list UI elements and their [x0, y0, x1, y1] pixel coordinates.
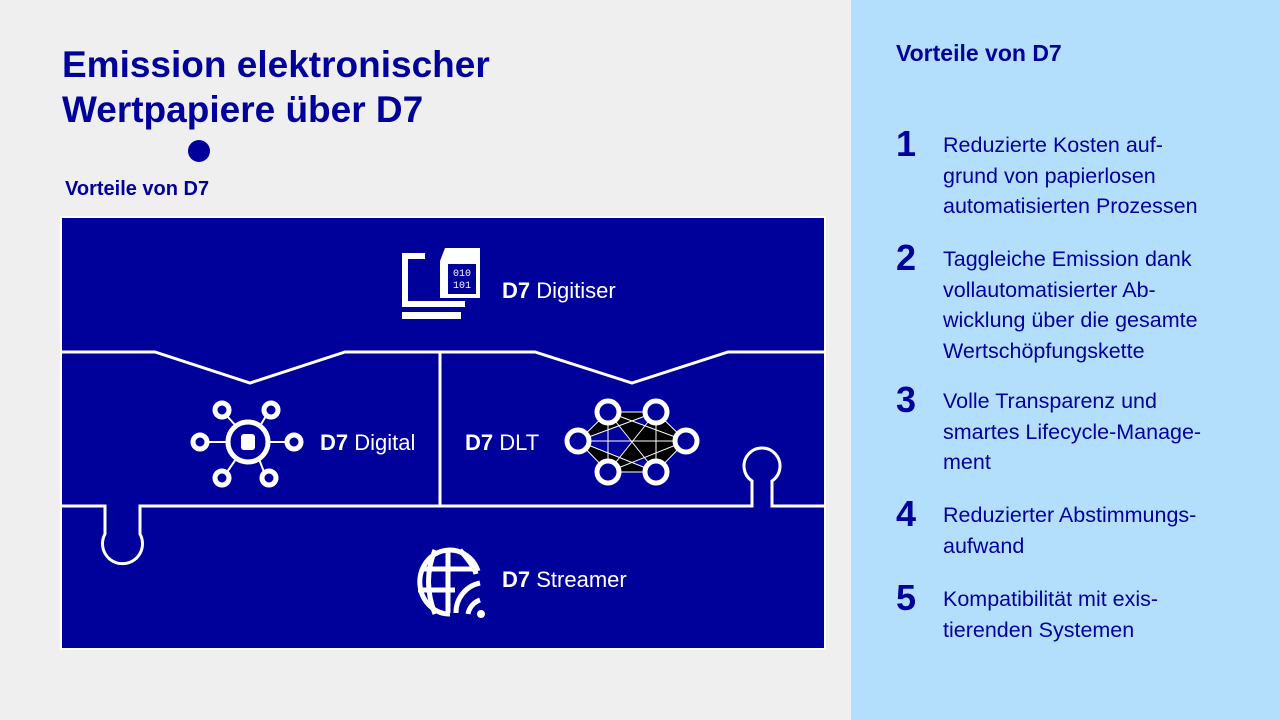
benefit-text: Kompatibilität mit exis-tierenden System… — [943, 580, 1243, 645]
label-name: Streamer — [536, 567, 627, 592]
label-prefix: D7 — [320, 430, 349, 455]
benefit-line: Taggleiche Emission dank — [943, 247, 1192, 271]
benefit-line: aufwand — [943, 533, 1025, 558]
divider-left — [62, 350, 442, 505]
benefit-line: vollautomatisierter Ab- — [943, 277, 1156, 302]
benefits-panel: Vorteile von D7 1 Reduzierte Kosten auf-g… — [851, 0, 1280, 720]
globe-wifi-icon — [417, 547, 485, 618]
benefit-line: grund von papierlosen — [943, 163, 1156, 188]
panel-title: Vorteile von D7 — [896, 40, 1062, 66]
divider-right — [440, 350, 824, 385]
svg-text:010: 010 — [453, 269, 471, 280]
benefit-text: Taggleiche Emission dank vollautomatisier… — [943, 240, 1243, 366]
benefit-text: Reduzierter Abstimmungs-aufwand — [943, 496, 1243, 561]
benefit-number: 4 — [896, 493, 917, 534]
benefit-line: Wertschöpfungskette — [943, 338, 1145, 363]
label-prefix: D7 — [465, 430, 494, 455]
puzzle-graphic: 010 101 — [60, 216, 826, 650]
benefit-item: 3 Volle Transparenz und smartes Lifecycle-… — [896, 382, 1243, 478]
label-prefix: D7 — [502, 278, 531, 303]
title-line: Wertpapiere über D7 — [62, 89, 424, 130]
svg-text:101: 101 — [453, 281, 471, 292]
benefit-number: 3 — [896, 379, 917, 420]
title-line: Emission elektronischer — [62, 44, 490, 85]
dlt-label: D7 DLT — [465, 430, 539, 456]
benefit-line: wicklung über die gesamte — [943, 308, 1198, 332]
benefit-number: 1 — [896, 123, 917, 164]
benefit-line: ment — [943, 450, 991, 474]
label-prefix: D7 — [502, 567, 531, 592]
benefit-line: Kompatibilität mit exis- — [943, 587, 1159, 611]
benefit-number: 2 — [896, 237, 917, 278]
puzzle-diagram: 010 101 — [60, 216, 826, 650]
benefit-line: Reduzierte Kosten auf- — [943, 133, 1163, 157]
benefit-text: Reduzierte Kosten auf-grund von papierlo… — [943, 126, 1243, 222]
benefit-item: 4 Reduzierter Abstimmungs-aufwand — [896, 496, 1243, 561]
benefit-item: 1 Reduzierte Kosten auf-grund von papierl… — [896, 126, 1243, 222]
divider-bottom — [62, 446, 824, 566]
benefit-item: 2 Taggleiche Emission dank vollautomatisie… — [896, 240, 1243, 366]
benefit-number: 5 — [896, 577, 917, 618]
benefit-line: Reduzierter Abstimmungs- — [943, 503, 1197, 527]
mesh-network-icon — [564, 398, 700, 486]
benefit-text: Volle Transparenz und smartes Lifecycle-M… — [943, 382, 1243, 478]
database-network-icon — [190, 400, 304, 488]
label-name: Digital — [354, 430, 416, 455]
label-name: DLT — [499, 430, 540, 455]
subtitle: Vorteile von D7 — [65, 178, 210, 200]
benefit-line: tierenden Systemen — [943, 617, 1135, 642]
computer-document-binary-icon: 010 101 — [402, 248, 480, 319]
benefit-line: smartes Lifecycle-Manage- — [943, 419, 1202, 444]
label-name: Digitiser — [536, 278, 616, 303]
page-title: Emission elektronischer Wertpapiere über… — [62, 42, 490, 132]
digitiser-label: D7 Digitiser — [502, 278, 616, 304]
bullet-dot — [188, 140, 210, 162]
streamer-label: D7 Streamer — [502, 567, 627, 593]
benefit-item: 5 Kompatibilität mit exis-tierenden Syste… — [896, 580, 1243, 645]
benefit-line: Volle Transparenz und — [943, 389, 1157, 413]
digital-label: D7 Digital — [320, 430, 415, 456]
benefit-line: automatisierten Prozessen — [943, 194, 1198, 218]
